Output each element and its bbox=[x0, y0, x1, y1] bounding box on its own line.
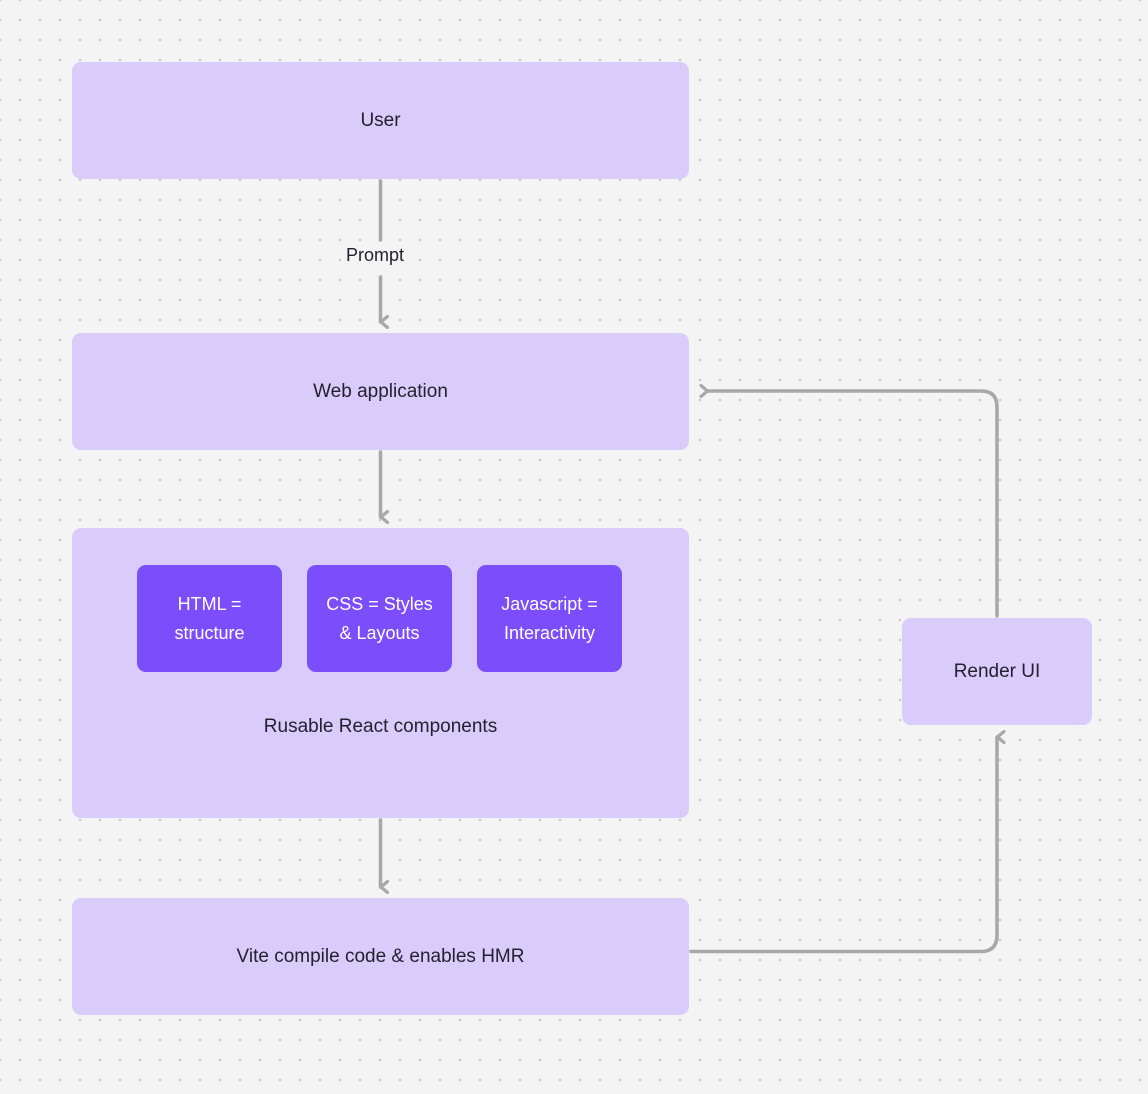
edge-vite-to-render bbox=[689, 737, 997, 954]
node-render-ui-label: Render UI bbox=[953, 660, 1041, 682]
node-css-line1: CSS = Styles bbox=[326, 594, 433, 615]
node-render-ui[interactable]: Render UI bbox=[902, 618, 1092, 725]
node-html-line1: HTML = bbox=[177, 594, 242, 615]
edge-render-to-webapp bbox=[708, 391, 999, 618]
node-vite-label: Vite compile code & enables HMR bbox=[236, 945, 525, 967]
node-web-application-label: Web application bbox=[313, 380, 448, 402]
node-css-line2: & Layouts bbox=[339, 622, 420, 643]
node-css[interactable]: CSS = Styles & Layouts bbox=[307, 565, 452, 672]
node-html[interactable]: HTML = structure bbox=[137, 565, 282, 672]
node-javascript-line2: Interactivity bbox=[503, 622, 595, 643]
node-web-application[interactable]: Web application bbox=[72, 333, 689, 450]
node-javascript-line1: Javascript = bbox=[501, 594, 598, 615]
node-javascript[interactable]: Javascript = Interactivity bbox=[477, 565, 622, 672]
node-html-line2: structure bbox=[174, 622, 245, 643]
node-user[interactable]: User bbox=[72, 62, 689, 179]
node-components-group[interactable]: HTML = structure CSS = Styles & Layouts … bbox=[72, 528, 689, 818]
node-user-label: User bbox=[360, 109, 401, 131]
components-group-caption: Rusable React components bbox=[263, 716, 498, 737]
edge-label-prompt: Prompt bbox=[341, 245, 410, 266]
node-vite[interactable]: Vite compile code & enables HMR bbox=[72, 898, 689, 1015]
